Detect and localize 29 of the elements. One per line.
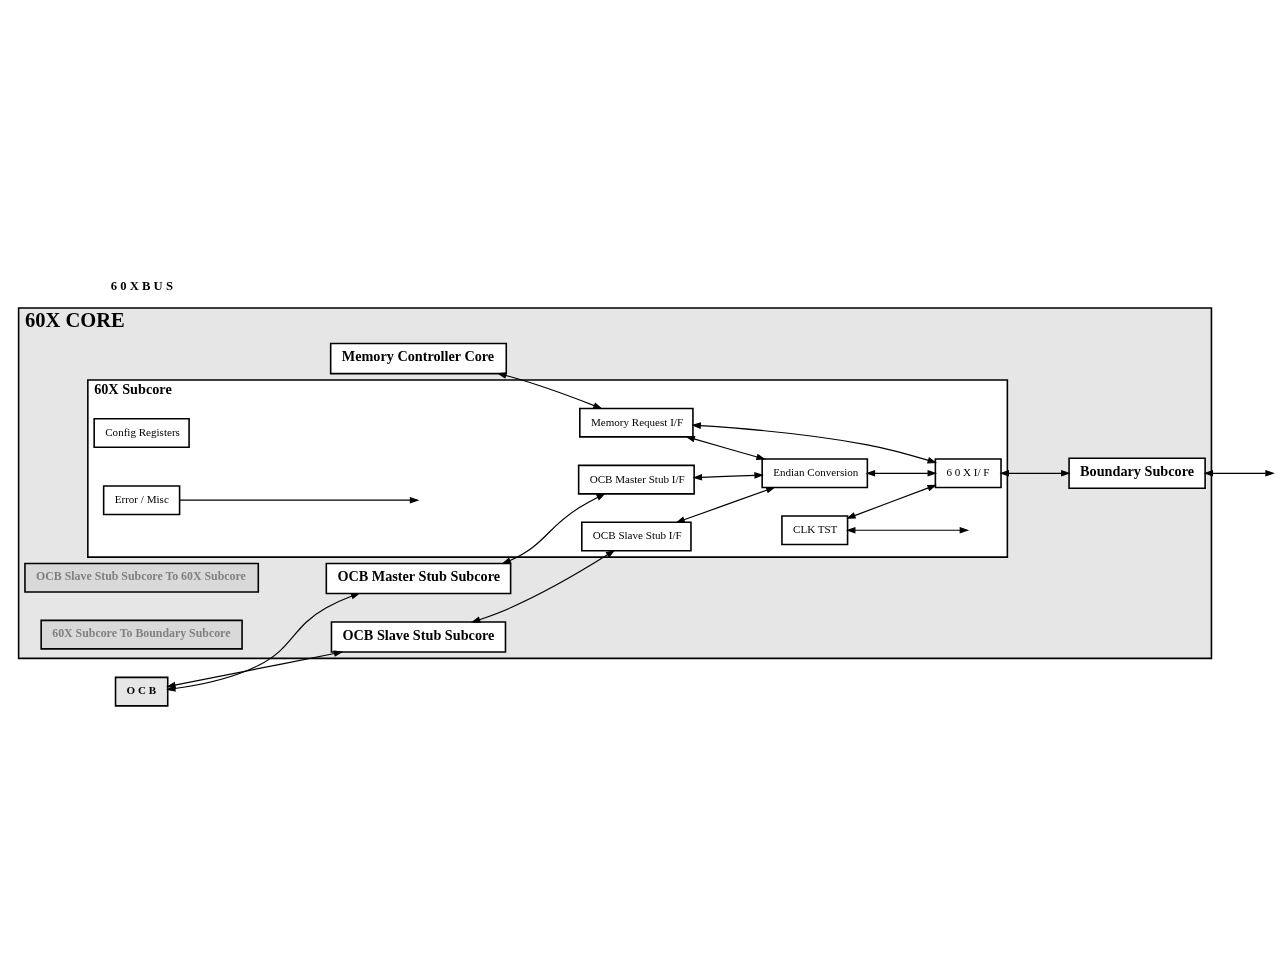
node-box: Memory Request I/F	[579, 407, 694, 438]
node-box: Error / Misc	[102, 485, 181, 516]
arrow	[846, 484, 937, 519]
arrow	[496, 372, 603, 409]
node-box: Config Registers	[93, 417, 190, 448]
node-box: CLK TST	[781, 515, 849, 546]
arrow	[501, 493, 606, 565]
node-box: OCB Slave Stub Subcore To 60X Subcore	[24, 562, 260, 593]
node-box: Boundary Subcore	[1068, 457, 1206, 490]
arrow	[692, 472, 764, 481]
label: 6 0 X B U S	[110, 278, 173, 293]
node-box: O C B	[114, 676, 169, 707]
arrow	[999, 469, 1071, 477]
arrow	[675, 487, 776, 523]
arrow	[845, 526, 970, 534]
node-box: Endian Conversion	[761, 458, 869, 489]
node-box: OCB Slave Stub Subcore	[330, 621, 507, 653]
node-box: 60X Subcore To Boundary Subcore	[40, 619, 243, 650]
arrow	[691, 422, 938, 464]
arrow	[470, 549, 616, 623]
arrow	[865, 469, 938, 477]
arrow	[1203, 469, 1275, 477]
node-box: OCB Slave Stub I/F	[581, 521, 692, 552]
arrow	[179, 496, 420, 504]
arrow	[685, 435, 766, 461]
node-box: 6 0 X I/ F	[934, 458, 1002, 489]
node-box: OCB Master Stub I/F	[577, 464, 695, 495]
node-box: Memory Controller Core	[329, 342, 508, 375]
node-box: OCB Master Stub Subcore	[325, 562, 512, 595]
